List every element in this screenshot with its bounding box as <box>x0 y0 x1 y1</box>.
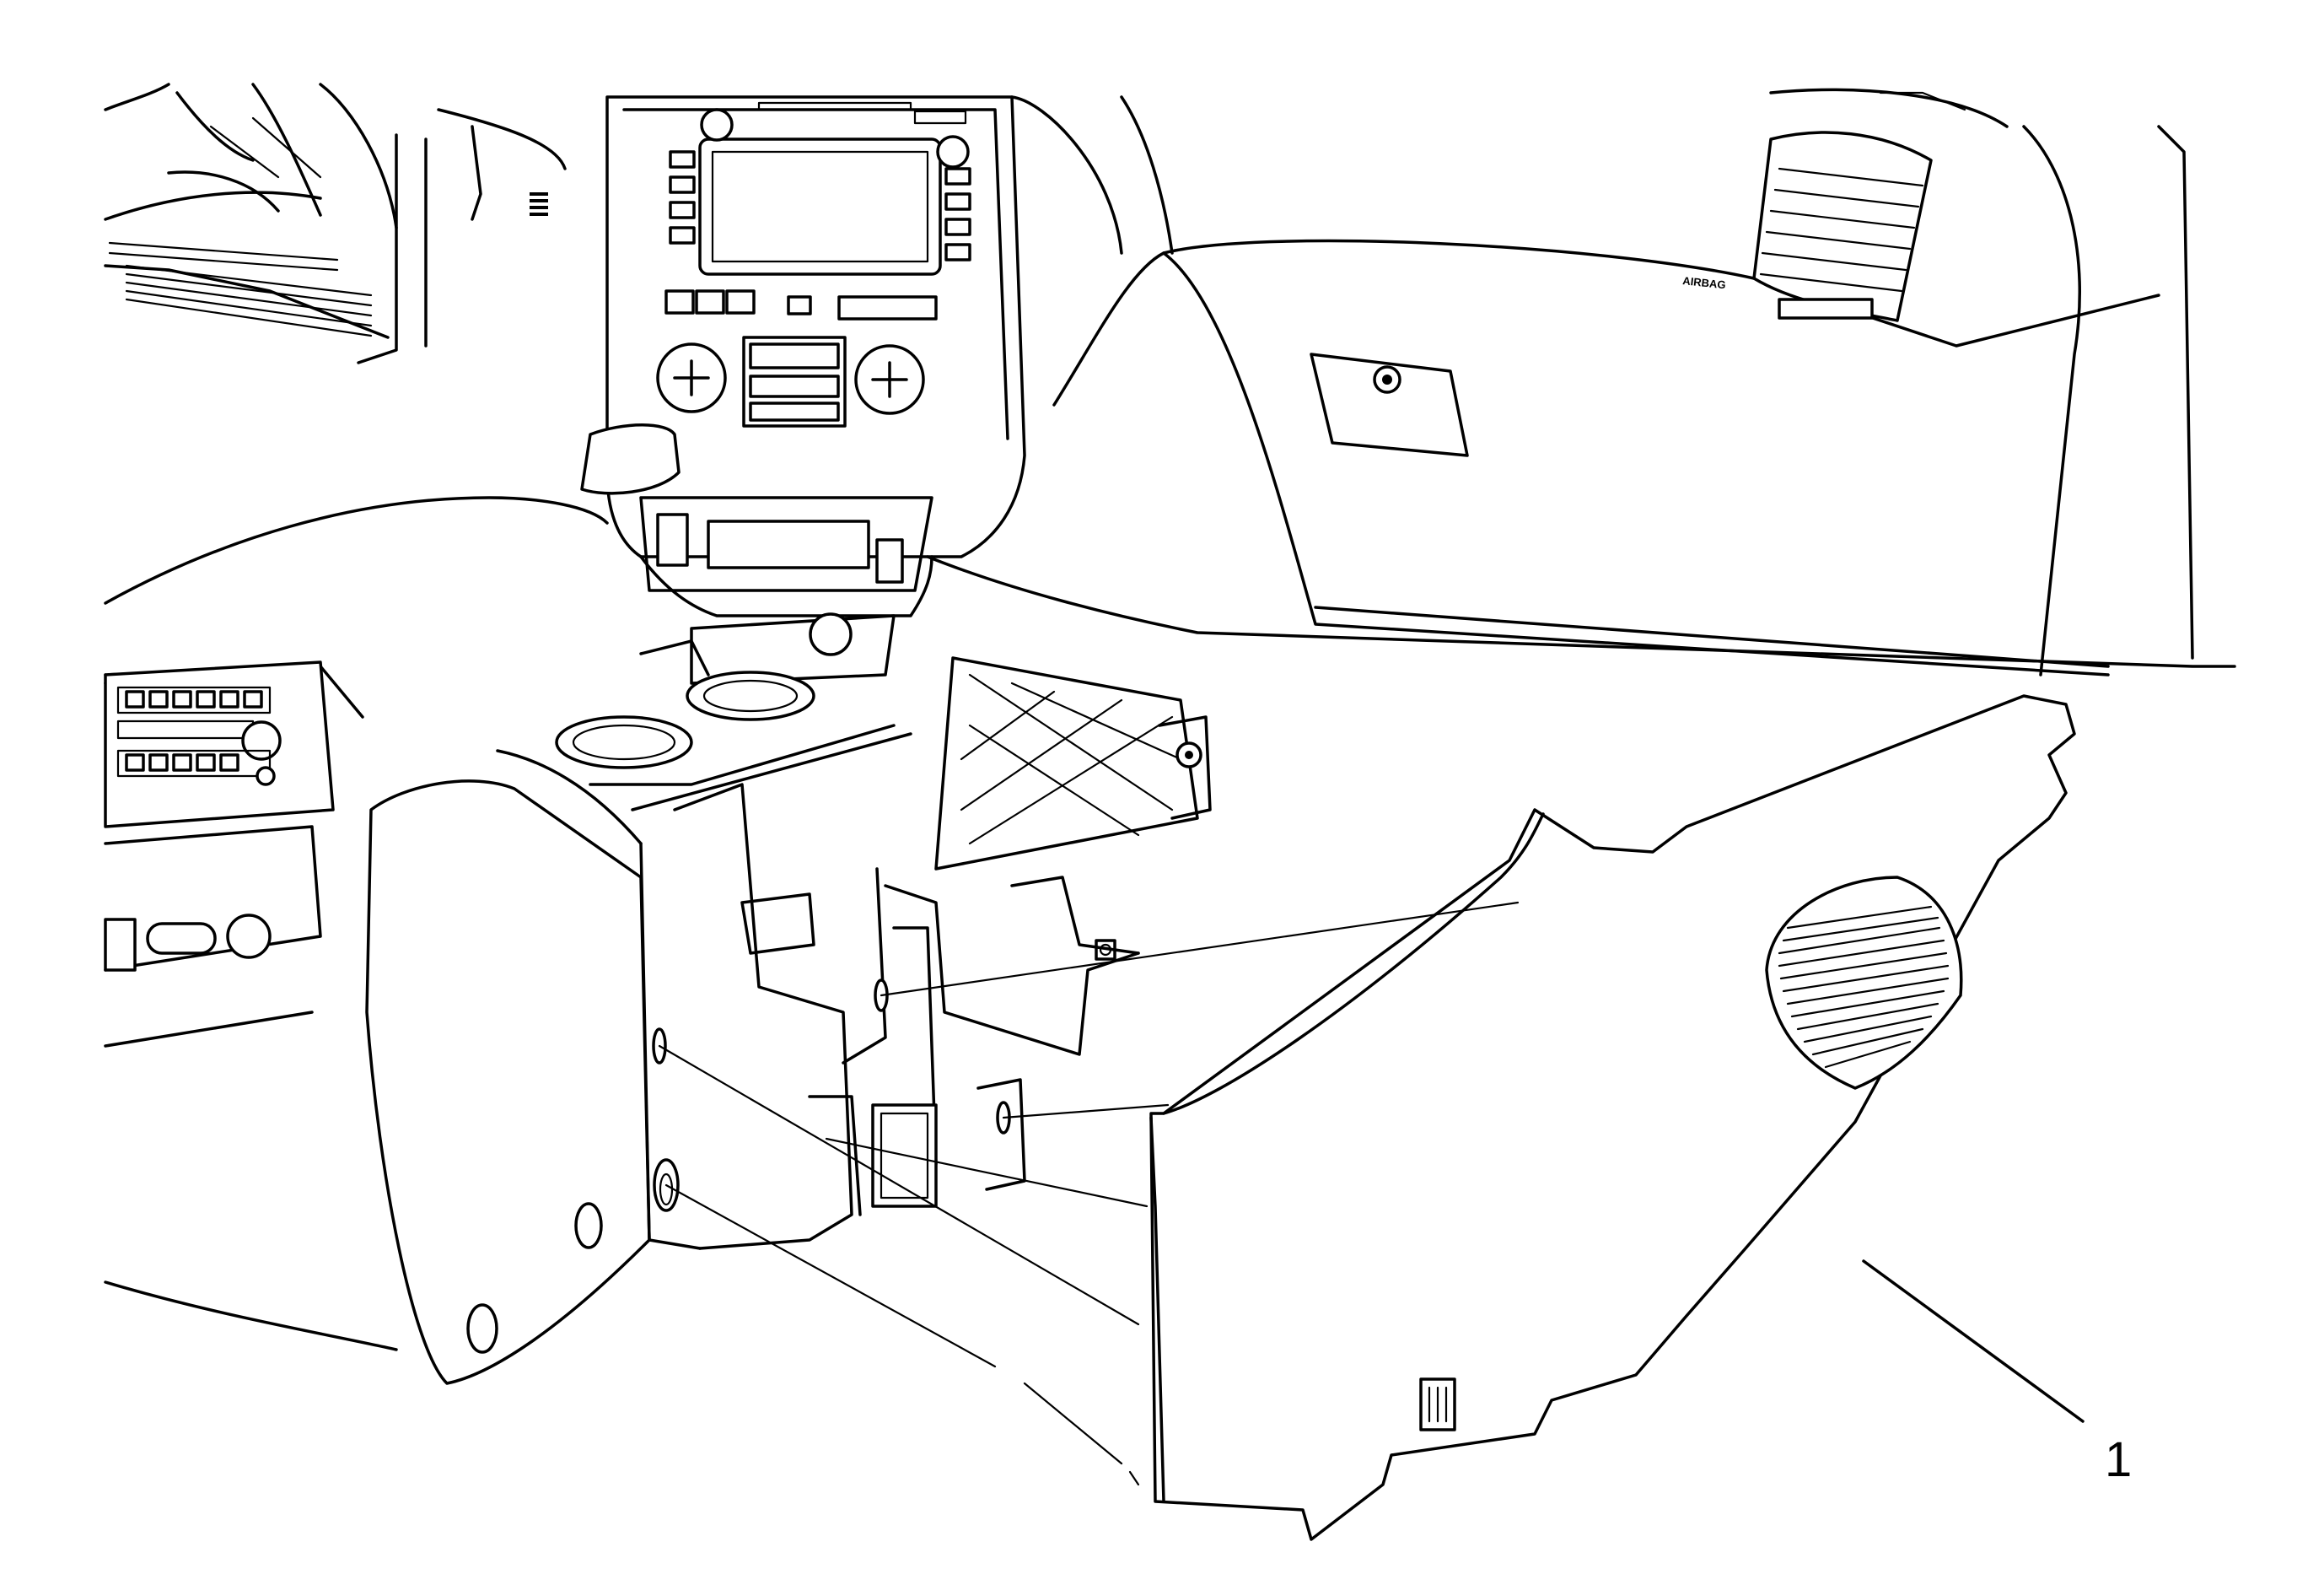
cupholders <box>555 555 933 811</box>
alignment-line-upper <box>880 901 1520 997</box>
mesh-bracket <box>934 656 1212 871</box>
console-bracket <box>639 656 1212 1250</box>
rear-console <box>104 496 651 1385</box>
climate-knobs <box>656 336 925 428</box>
shift-lever <box>580 423 681 495</box>
panel-louvre-grille <box>1765 876 1963 1090</box>
console-knob <box>809 612 853 656</box>
console-lower-panel <box>104 825 322 1048</box>
airbag-label: AIRBAG <box>1682 274 1727 291</box>
rear-audio-panel <box>104 660 335 828</box>
volume-knob <box>700 108 734 142</box>
alignment-lines <box>658 901 1520 1486</box>
alignment-line-slot <box>825 1137 1149 1208</box>
cluster-vent <box>125 264 373 337</box>
alignment-line-lower <box>664 1183 997 1368</box>
callout-1-leader <box>1862 1259 2085 1423</box>
alignment-line-left <box>658 1044 1140 1326</box>
rear-climate-panel <box>639 496 933 592</box>
alignment-line-mid <box>1002 1103 1170 1119</box>
console-side-panel <box>365 779 651 1385</box>
center-stack <box>580 95 1026 592</box>
navigation-screen <box>698 137 942 276</box>
callout-1: 1 <box>1862 1259 2132 1487</box>
steering-wheel-area <box>104 83 567 364</box>
screen-side-buttons <box>669 150 971 261</box>
passenger-vent <box>1752 131 1933 322</box>
instrument-panel-right: AIRBAG <box>926 88 2236 676</box>
panel-clip-slot <box>1419 1377 1456 1431</box>
radio-button-row <box>664 289 938 321</box>
console-side-trim-panel <box>1149 694 2076 1541</box>
tune-knob <box>936 135 970 169</box>
glove-box-handle <box>1310 353 1469 457</box>
callout-1-label: 1 <box>2105 1432 2132 1487</box>
